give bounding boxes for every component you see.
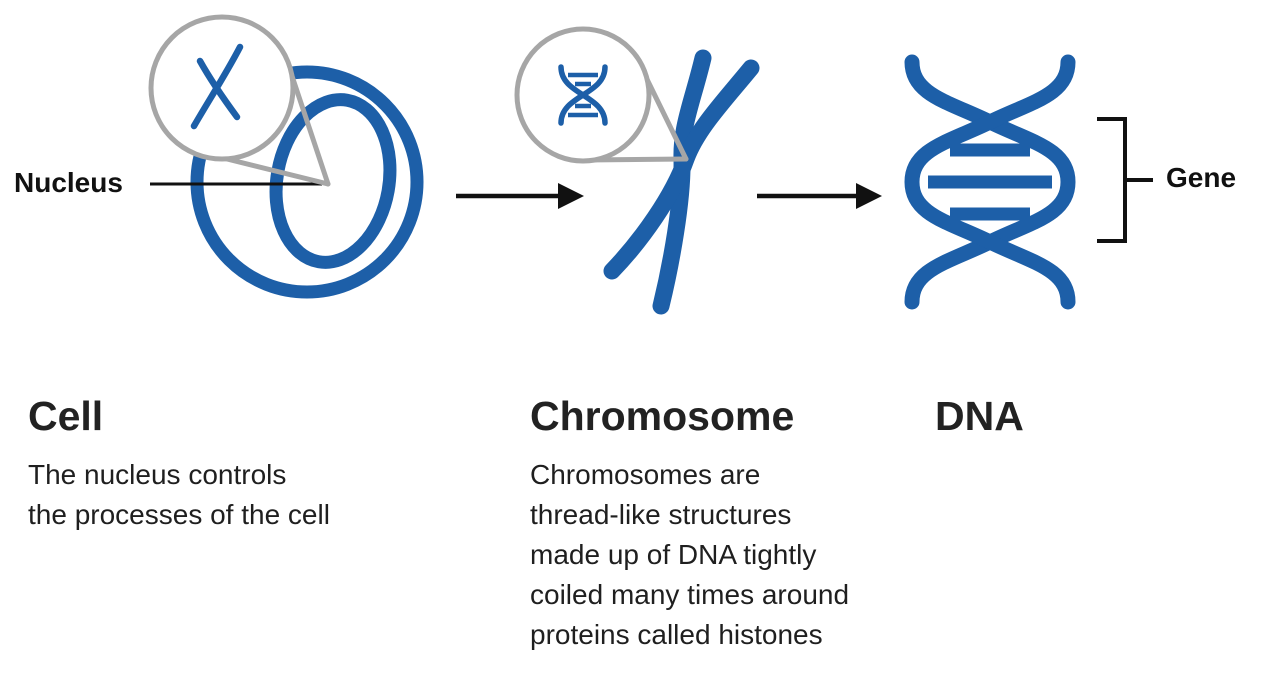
mini-dna-icon — [558, 64, 608, 126]
mini-chromosome-icon — [190, 43, 244, 130]
cell-membrane — [190, 65, 424, 299]
magnifier-chromosome-icon — [148, 14, 331, 187]
arrow-right-icon — [456, 183, 584, 209]
dna-title: DNA — [935, 393, 1024, 439]
magnifier-dna-icon — [514, 26, 689, 164]
chromosome-description: Chromosomes are thread-like structures m… — [530, 459, 850, 651]
chromosome-title: Chromosome — [530, 393, 795, 439]
nucleus-label: Nucleus — [14, 167, 123, 198]
arrow-right-icon — [757, 183, 882, 209]
section-cell: Cell The nucleus controls the processes … — [28, 393, 368, 535]
diagram-artwork — [148, 14, 1153, 315]
cell-title: Cell — [28, 393, 104, 439]
section-dna: DNA — [935, 393, 1235, 455]
section-chromosome: Chromosome Chromosomes are thread-like s… — [530, 393, 930, 655]
cell-description: The nucleus controls the processes of th… — [28, 459, 330, 531]
gene-bracket — [1097, 117, 1153, 243]
gene-label: Gene — [1166, 162, 1237, 193]
dna-icon — [904, 54, 1076, 310]
